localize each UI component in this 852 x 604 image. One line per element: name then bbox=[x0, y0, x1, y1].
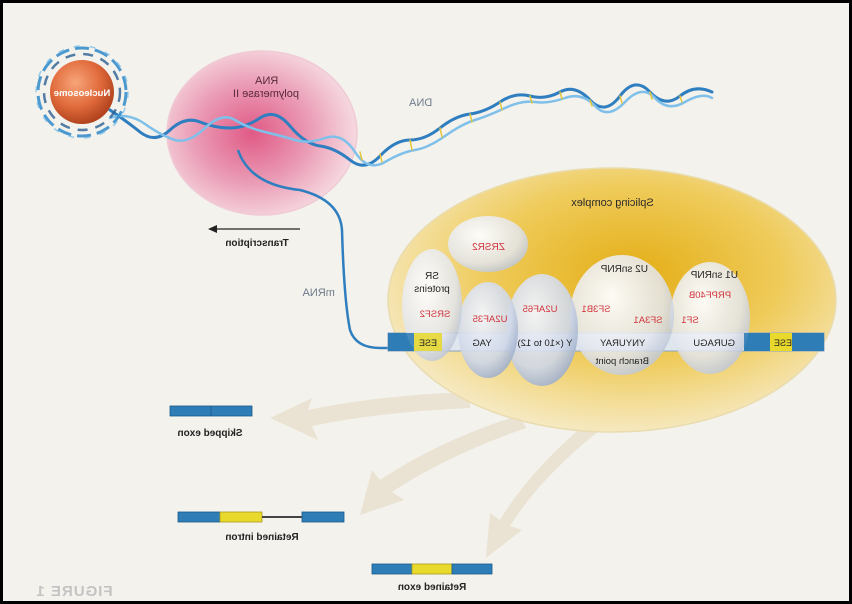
ese-right-label: ESE bbox=[774, 338, 792, 348]
retained-exon-bar bbox=[371, 563, 493, 575]
pre-mrna-bar-front bbox=[388, 333, 824, 351]
seq-donor-label: GURAGU bbox=[693, 338, 735, 349]
mrna-strand bbox=[236, 149, 400, 350]
dna-helix bbox=[108, 83, 714, 167]
u2af65-blob bbox=[506, 274, 578, 386]
dna-label: DNA bbox=[408, 97, 432, 109]
sr-proteins-label-2: proteins bbox=[414, 284, 450, 295]
sf3b1-label: SF3B1 bbox=[581, 304, 610, 315]
u2af35-blob bbox=[458, 282, 518, 378]
prpf40b-label: PRPF40B bbox=[689, 290, 731, 301]
skipped-exon-bar bbox=[169, 405, 253, 417]
transcription-arrow bbox=[208, 225, 300, 233]
u2af35-label: U2AF35 bbox=[473, 314, 508, 325]
u1-snrnp-blob bbox=[670, 262, 750, 374]
retained-intron-bar bbox=[177, 511, 345, 523]
figure-watermark: FIGURE 1 bbox=[35, 583, 112, 600]
retained-intron-label: Retained intron bbox=[225, 532, 298, 543]
sf3a1-label: SF3A1 bbox=[633, 315, 662, 326]
retained-exon-label: Retained exon bbox=[398, 582, 466, 593]
skipped-exon-label: Skipped exon bbox=[177, 428, 242, 439]
rna-pol-label-1: RNA bbox=[254, 75, 278, 87]
u2af65-label: U2AF65 bbox=[523, 304, 558, 315]
nucleosome bbox=[35, 45, 129, 139]
zrsr2-blob bbox=[448, 216, 528, 272]
u2-snrnp-blob bbox=[570, 255, 674, 375]
sr-proteins-label-1: SR bbox=[425, 271, 439, 282]
arrow-to-retained-intron bbox=[360, 415, 526, 515]
sf1-label: SF1 bbox=[681, 315, 698, 326]
splicing-complex-label: Splicing complex bbox=[571, 197, 654, 209]
arrow-to-retained-exon bbox=[486, 420, 600, 558]
mrna-label: mRNA bbox=[302, 287, 335, 299]
ese-left-label: ESE bbox=[419, 338, 437, 348]
srsf2-label: SRSF2 bbox=[420, 309, 451, 320]
branch-point-label: Branch point bbox=[595, 356, 649, 367]
zrsr2-label: ZRSR2 bbox=[472, 242, 505, 253]
rna-pol-label-2: polymerase II bbox=[233, 88, 299, 100]
nucleosome-label: Nucleosome bbox=[54, 88, 111, 99]
transcription-label: Transcription bbox=[225, 238, 288, 249]
seq-branch-label: YNYURAY bbox=[599, 338, 645, 349]
seq-yag-label: YAG bbox=[472, 338, 491, 349]
u1-snrnp-label: U1 snRNP bbox=[690, 270, 738, 281]
u2-snrnp-label: U2 snRNP bbox=[600, 264, 648, 275]
arrow-to-skipped bbox=[270, 392, 470, 440]
seq-poly-y-label: Y (×10 to 12) bbox=[517, 338, 572, 349]
